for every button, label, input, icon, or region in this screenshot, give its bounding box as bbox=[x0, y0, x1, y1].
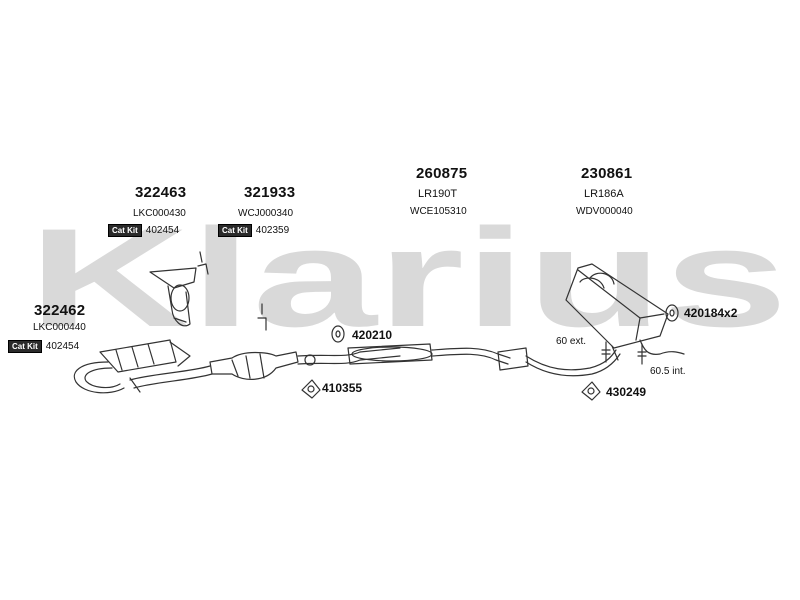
part-322462-number: 322462 bbox=[34, 302, 86, 319]
pipe-section-1 bbox=[129, 365, 211, 381]
lambda-sensor-2 bbox=[257, 303, 267, 331]
front-pipe bbox=[73, 361, 125, 394]
hanger-420184-shape bbox=[665, 304, 679, 322]
part-260875-code-2: WCE105310 bbox=[410, 206, 467, 217]
cat-kit-number: 402359 bbox=[255, 225, 290, 236]
lambda-sensor-1 bbox=[197, 251, 209, 275]
clamp-430249-shape bbox=[581, 381, 601, 401]
catalyst-321933 bbox=[209, 351, 299, 380]
part-322462-catkit: Cat Kit 402454 bbox=[8, 340, 79, 353]
fitting-430249-label: 430249 bbox=[606, 385, 647, 399]
centre-silencer bbox=[347, 343, 433, 365]
cat-kit-badge: Cat Kit bbox=[8, 340, 42, 353]
fitting-410355-label: 410355 bbox=[322, 381, 363, 395]
resonator bbox=[497, 347, 529, 371]
brand-watermark: Klarius bbox=[28, 222, 788, 334]
part-260875-code-1: LR190T bbox=[418, 188, 458, 200]
clamp-410355-shape bbox=[301, 379, 321, 399]
rear-silencer bbox=[565, 263, 669, 349]
watermark-text: Klarius bbox=[28, 222, 788, 334]
hanger-420210-shape bbox=[331, 325, 345, 343]
part-230861-code-2: WDV000040 bbox=[576, 206, 633, 217]
part-230861-number: 230861 bbox=[581, 165, 633, 182]
cat-kit-number: 402454 bbox=[45, 341, 80, 352]
part-321933-catkit: Cat Kit 402359 bbox=[218, 224, 289, 237]
part-322463-catkit: Cat Kit 402454 bbox=[108, 224, 179, 237]
cat-kit-badge: Cat Kit bbox=[108, 224, 142, 237]
part-322462-code: LKC000440 bbox=[33, 322, 86, 333]
part-322463-code: LKC000430 bbox=[133, 208, 186, 219]
part-260875-number: 260875 bbox=[416, 165, 468, 182]
manifold-322462 bbox=[99, 339, 177, 373]
dimension-int-note: 60.5 int. bbox=[650, 366, 686, 377]
catalyst-322463 bbox=[149, 267, 197, 289]
cat-kit-badge: Cat Kit bbox=[218, 224, 252, 237]
part-321933-number: 321933 bbox=[244, 184, 296, 201]
dimension-ext-note: 60 ext. bbox=[556, 336, 587, 347]
part-321933-code: WCJ000340 bbox=[238, 208, 294, 219]
part-322463-number: 322463 bbox=[135, 184, 187, 201]
front-pipe-inner bbox=[84, 367, 121, 389]
fitting-420184-label: 420184x2 bbox=[684, 306, 738, 320]
cat-kit-number: 402454 bbox=[145, 225, 180, 236]
fitting-420210-label: 420210 bbox=[352, 328, 393, 342]
part-230861-code-1: LR186A bbox=[584, 188, 624, 200]
